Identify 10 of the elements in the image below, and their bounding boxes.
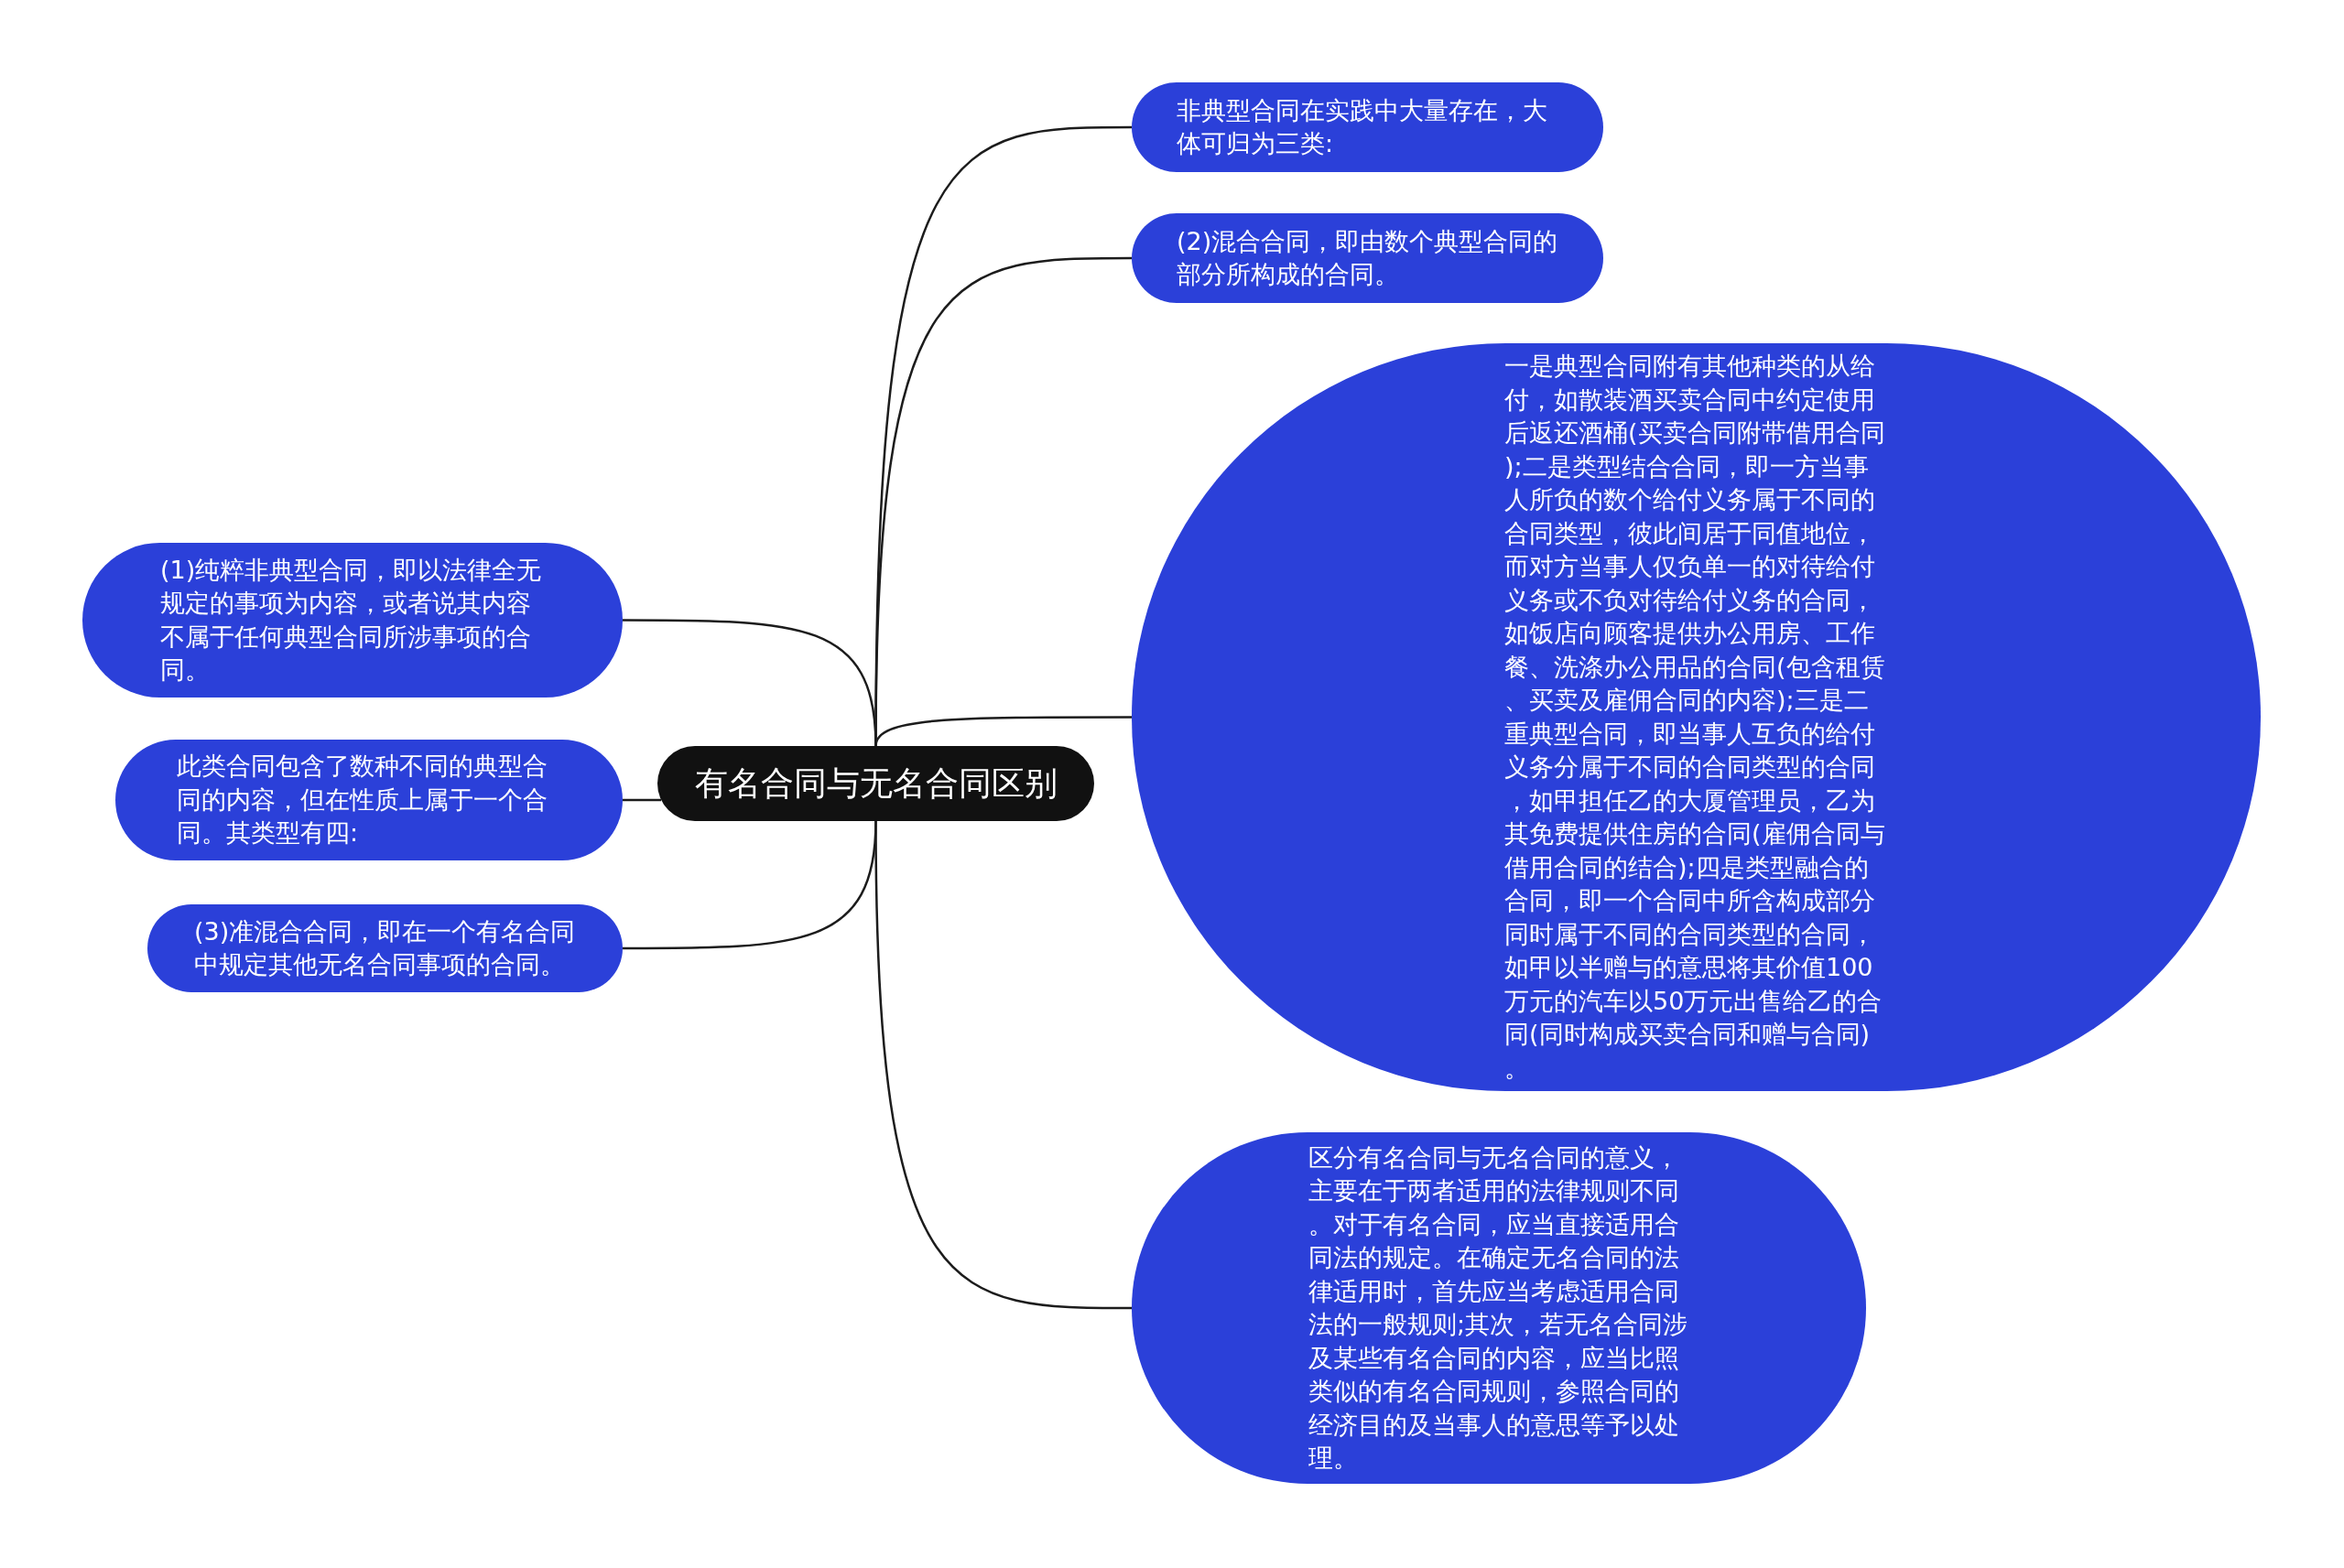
topic-text: 非典型合同在实践中大量存在，大体可归为三类: <box>1177 94 1548 159</box>
topic-text: 一是典型合同附有其他种类的从给付，如散装酒买卖合同中约定使用后返还酒桶(买卖合同附带借用合同);二是类型结合合同，即一方当事人所负的数个给付义务属于不同的合同类型，彼此间居于同值地位，而对方当事人仅负单一的对待给付义务或不负对待给付义务的合同，如饭店向顾客提供办公用房、工作餐、洗涤办公用品的合同(包含租赁、买卖及雇佣合同的内容);三是二重典型合同，即当事人互负的给付义务分属于不同的合同类型的合同，如甲担任乙的大厦管理员，乙为其免费提供住房的合同(雇佣合同与借用合同的结合);四是类型融合的合同，即一个合同中所含构成部分同时属于不同的合同类型的合同，如甲以半赠与的意思将其价值100万元的汽车以50万元出售给乙的合同(同时构成买卖合同和赠与合同)。 <box>1504 351 1886 1084</box>
connector-line <box>623 798 662 802</box>
topic-text: (3)准混合合同，即在一个有名合同中规定其他无名合同事项的合同。 <box>194 915 577 980</box>
topic-text: (1)纯粹非典型合同，即以法律全无规定的事项为内容，或者说其内容不属于任何典型合同所涉事项的合同。 <box>160 554 543 686</box>
connector-line <box>623 820 877 950</box>
topic-text: 此类合同包含了数种不同的典型合同的内容，但在性质上属于一个合同。其类型有四: <box>177 751 548 849</box>
central-topic-text: 有名合同与无名合同区别 <box>694 763 1058 804</box>
topic-text: 区分有名合同与无名合同的意义，主要在于两者适用的法律规则不同。对于有名合同，应当直接适用合同法的规定。在确定无名合同的法律适用时，首先应当考虑适用合同法的一般规则;其次，若无名合同涉及某些有名合同的内容，应当比照类似的有名合同规则，参照合同的经济目的及当事人的意思等予以处理。 <box>1308 1141 1689 1474</box>
topic-text: (2)混合合同，即由数个典型合同的部分所构成的合同。 <box>1177 225 1559 290</box>
